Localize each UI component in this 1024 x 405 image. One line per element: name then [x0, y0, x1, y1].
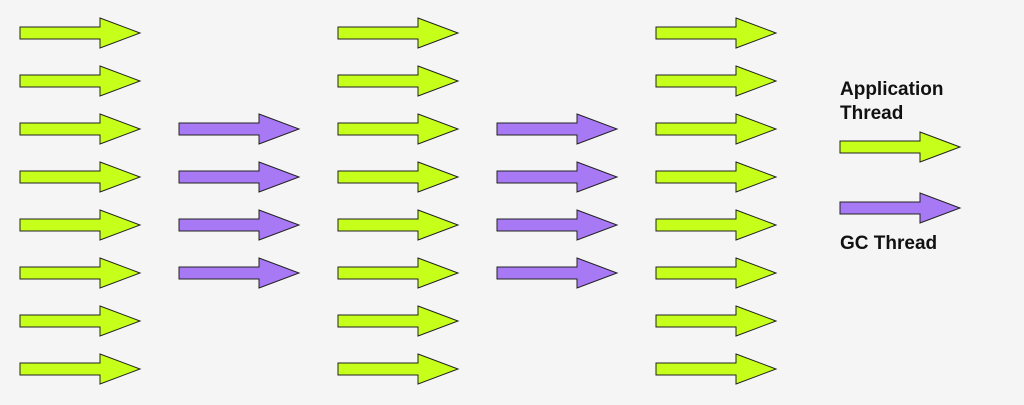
gc-thread-arrow — [496, 257, 619, 289]
thread-column-1 — [19, 17, 142, 385]
application-thread-arrow — [19, 17, 142, 49]
application-thread-arrow — [655, 17, 778, 49]
application-thread-arrow — [655, 209, 778, 241]
thread-columns — [19, 17, 778, 385]
application-thread-arrow — [337, 257, 460, 289]
thread-column-5 — [655, 17, 778, 385]
application-thread-arrow — [337, 209, 460, 241]
application-thread-arrow — [655, 113, 778, 145]
legend-arrows — [839, 131, 962, 224]
legend-application-label-line2: Thread — [840, 103, 904, 124]
application-thread-arrow — [337, 65, 460, 97]
application-thread-arrow — [655, 257, 778, 289]
application-thread-arrow — [19, 353, 142, 385]
legend-application-thread-arrow — [839, 131, 962, 163]
application-thread-arrow — [19, 65, 142, 97]
legend-gc-thread-arrow — [839, 192, 962, 224]
gc-thread-arrow — [496, 209, 619, 241]
application-thread-arrow — [655, 65, 778, 97]
application-thread-arrow — [19, 161, 142, 193]
thread-column-3 — [337, 17, 460, 385]
gc-thread-arrow — [496, 113, 619, 145]
application-thread-arrow — [337, 353, 460, 385]
thread-column-2 — [178, 113, 301, 289]
application-thread-arrow — [655, 353, 778, 385]
application-thread-arrow — [19, 209, 142, 241]
application-thread-arrow — [19, 113, 142, 145]
application-thread-arrow — [337, 161, 460, 193]
thread-column-4 — [496, 113, 619, 289]
application-thread-arrow — [655, 161, 778, 193]
application-thread-arrow — [337, 17, 460, 49]
gc-thread-arrow — [178, 257, 301, 289]
application-thread-arrow — [337, 305, 460, 337]
application-thread-arrow — [655, 305, 778, 337]
gc-thread-arrow — [496, 161, 619, 193]
legend-gc-thread-label: GC Thread — [840, 233, 938, 254]
legend-application-label-line1: Application — [840, 79, 944, 100]
gc-thread-arrow — [178, 209, 301, 241]
legend-application-thread-label: Application Thread — [840, 78, 980, 126]
application-thread-arrow — [337, 113, 460, 145]
application-thread-arrow — [19, 257, 142, 289]
application-thread-arrow — [19, 305, 142, 337]
gc-thread-arrow — [178, 161, 301, 193]
gc-thread-arrow — [178, 113, 301, 145]
